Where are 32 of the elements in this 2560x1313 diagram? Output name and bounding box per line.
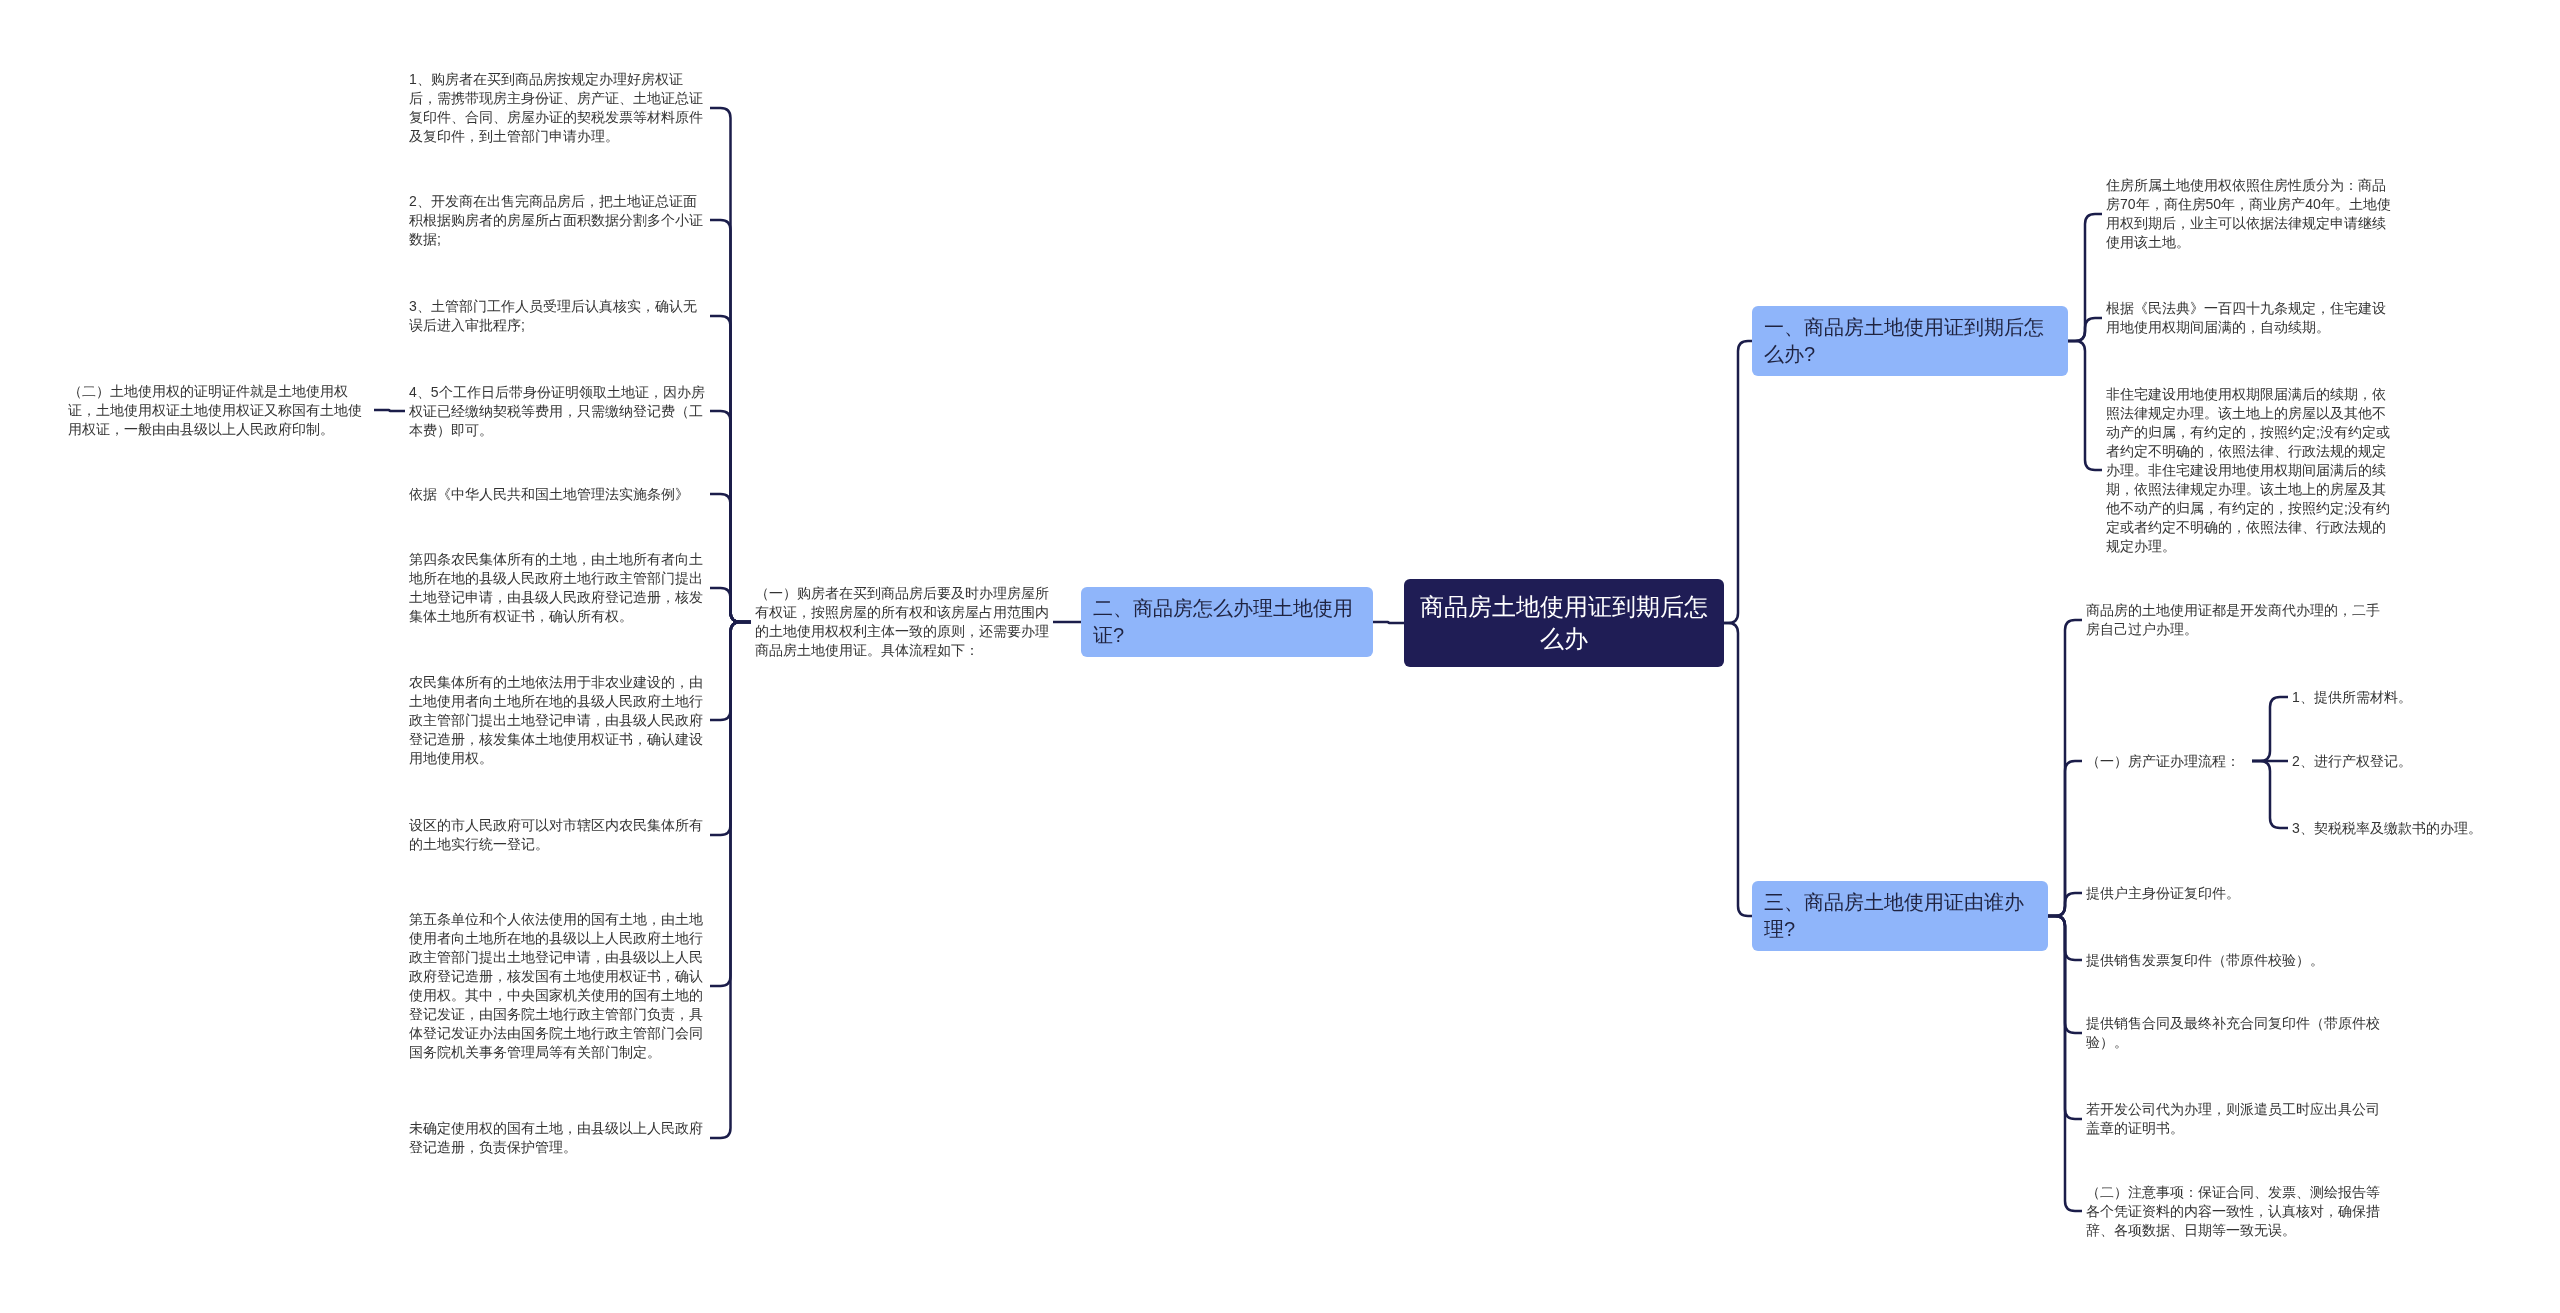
topic-text: 3、契税税率及缴款书的办理。 (2288, 818, 2528, 838)
topic-text: 依据《中华人民共和国土地管理法实施条例》 (405, 484, 710, 504)
topic-text: 4、5个工作日后带身份证明领取土地证，因办房权证已经缴纳契税等费用，只需缴纳登记费（工本费）即可。 (405, 382, 710, 440)
topic-text: 设区的市人民政府可以对市辖区内农民集体所有的土地实行统一登记。 (405, 816, 710, 854)
topic-text: 第五条单位和个人依法使用的国有土地，由土地使用者向土地所在地的县级以上人民政府土地行政主管部门提出土地登记申请，由县级以上人民政府登记造册，核发国有土地使用权证书，确认使用权。其中，中央国家机关使用的国有土地的登记发证，由国务院土地行政主管部门负责，具体登记发证办法由国务院土地行政主管部门会同国务院机关事务管理局等有关部门制定。 (405, 910, 710, 1062)
connector-line (374, 408, 405, 413)
topic-text: 根据《民法典》一百四十九条规定，住宅建设用地使用权期间届满的，自动续期。 (2102, 299, 2402, 337)
branch-topic: 二、商品房怎么办理土地使用证? (1081, 587, 1373, 657)
topic-text: 未确定使用权的国有土地，由县级以上人民政府登记造册，负责保护管理。 (405, 1119, 710, 1157)
topic-text: 住房所属土地使用权依照住房性质分为：商品房70年，商住房50年，商业房产40年。土地使用权到期后，业主可以依据法律规定申请继续使用该土地。 (2102, 176, 2402, 252)
topic-text: （一）购房者在买到商品房后要及时办理房屋所有权证，按照房屋的所有权和该房屋占用范围内的土地使用权权利主体一致的原则，还需要办理商品房土地使用证。具体流程如下： (751, 584, 1053, 660)
topic-text: 商品房的土地使用证都是开发商代办理的，二手房自己过户办理。 (2082, 601, 2387, 639)
connector-line (1053, 620, 1081, 624)
topic-text: 提供销售合同及最终补充合同复印件（带原件校验）。 (2082, 1014, 2387, 1052)
topic-text: 2、进行产权登记。 (2288, 751, 2528, 771)
topic-text: 3、土管部门工作人员受理后认真核实，确认无误后进入审批程序; (405, 297, 710, 335)
topic-text: 1、提供所需材料。 (2288, 687, 2528, 707)
topic-text: 若开发公司代为办理，则派遣员工时应出具公司盖章的证明书。 (2082, 1100, 2387, 1138)
topic-text: 提供销售发票复印件（带原件校验）。 (2082, 950, 2387, 970)
topic-text: （二）土地使用权的证明证件就是土地使用权证，土地使用权证土地使用权证又称国有土地使用权证，一般由由县级以上人民政府印制。 (64, 381, 374, 439)
topic-text: 农民集体所有的土地依法用于非农业建设的，由土地使用者向土地所在地的县级人民政府土地行政主管部门提出土地登记申请，由县级人民政府登记造册，核发集体土地使用权证书，确认建设用地使用权。 (405, 672, 710, 768)
topic-text: 2、开发商在出售完商品房后，把土地证总证面积根据购房者的房屋所占面积数据分割多个小证数据; (405, 191, 710, 249)
topic-text: （二）注意事项：保证合同、发票、测绘报告等各个凭证资料的内容一致性，认真核对，确保措辞、各项数据、日期等一致无误。 (2082, 1182, 2387, 1240)
branch-topic: 三、商品房土地使用证由谁办理? (1752, 881, 2048, 951)
topic-text: （一）房产证办理流程： (2082, 751, 2252, 771)
topic-text: 第四条农民集体所有的土地，由土地所有者向土地所在地的县级人民政府土地行政主管部门提出土地登记申请，由县级人民政府登记造册，核发集体土地所有权证书，确认所有权。 (405, 550, 710, 626)
topic-text: 提供户主身份证复印件。 (2082, 883, 2387, 903)
topic-text: 1、购房者在买到商品房按规定办理好房权证后，需携带现房主身份证、房产证、土地证总证复印件、合同、房屋办证的契税发票等材料原件及复印件，到土管部门申请办理。 (405, 70, 710, 146)
branch-topic: 一、商品房土地使用证到期后怎么办? (1752, 306, 2068, 376)
topic-text: 非住宅建设用地使用权期限届满后的续期，依照法律规定办理。该土地上的房屋以及其他不动产的归属，有约定的，按照约定;没有约定或者约定不明确的，依照法律、行政法规的规定办理。非住宅建设用地使用权期间届满后的续期，依照法律规定办理。该土地上的房屋及其他不动产的归属，有约定的，按照约定;没有约定或者约定不明确的，依照法律、行政法规的规定办理。 (2102, 384, 2402, 556)
central-topic: 商品房土地使用证到期后怎么办 (1404, 579, 1724, 667)
connector-line (1373, 620, 1404, 625)
